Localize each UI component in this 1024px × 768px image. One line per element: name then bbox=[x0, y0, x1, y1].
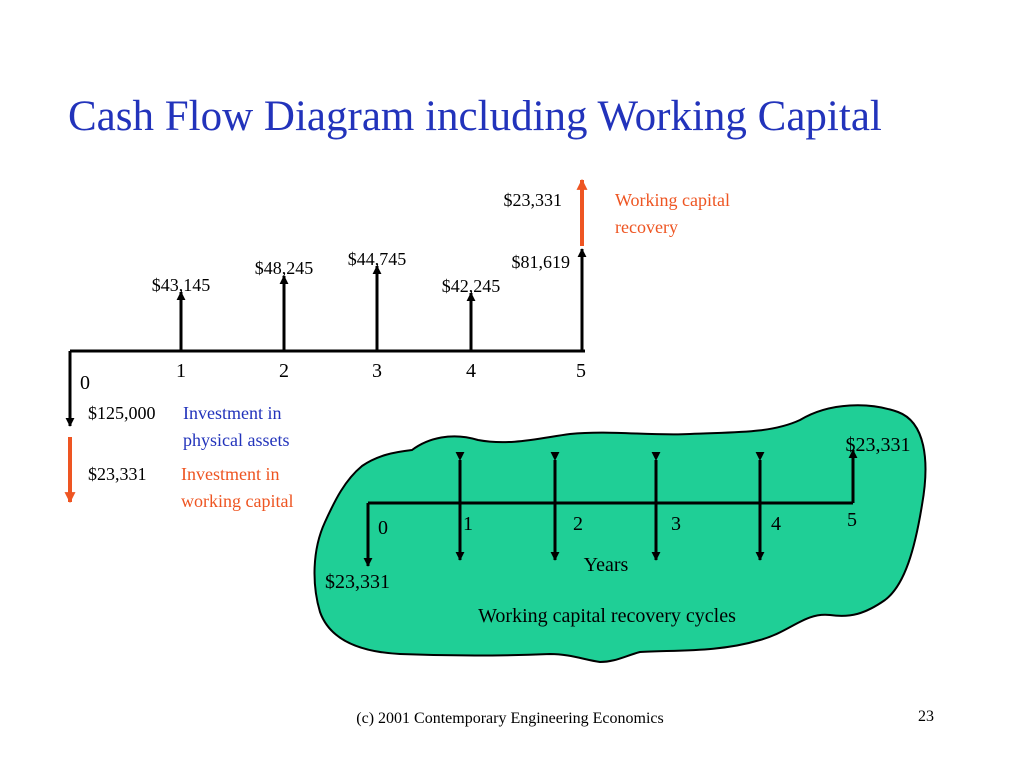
inflow-label-3: $44,745 bbox=[348, 249, 407, 269]
inset-start-outflow-label: $23,331 bbox=[325, 571, 390, 593]
inset-period-label-2: 2 bbox=[573, 513, 583, 535]
inset-caption: Working capital recovery cycles bbox=[478, 605, 736, 627]
slide-title: Cash Flow Diagram including Working Capi… bbox=[68, 93, 882, 140]
working-capital-inset: 0 1 2 3 4 5 $23,331 $23,331 Years Workin… bbox=[313, 404, 927, 664]
inflow-label-1: $43,145 bbox=[152, 275, 211, 295]
inset-background-blob bbox=[313, 404, 927, 664]
inflow-label-4: $42,245 bbox=[442, 276, 501, 296]
outflow-physical-note-line-2: physical assets bbox=[183, 430, 289, 450]
outflow-physical-amount: $125,000 bbox=[88, 403, 156, 423]
recovery-note-line-1: Working capital bbox=[615, 190, 730, 210]
outflow-physical-note: Investment in physical assets bbox=[183, 403, 289, 450]
outflow-working-capital-note-line-1: Investment in bbox=[181, 464, 279, 484]
outflow-working-capital-amount: $23,331 bbox=[88, 464, 147, 484]
inflow-label-2: $48,245 bbox=[255, 258, 314, 278]
recovery-amount-label: $23,331 bbox=[504, 190, 563, 210]
inset-period-label-3: 3 bbox=[671, 513, 681, 535]
outflow-physical-note-line-1: Investment in bbox=[183, 403, 281, 423]
recovery-note-line-2: recovery bbox=[615, 217, 678, 237]
recovery-note: Working capital recovery bbox=[615, 190, 735, 237]
period-label-5: 5 bbox=[576, 360, 586, 382]
outflow-working-capital-note: Investment in working capital bbox=[181, 464, 293, 511]
inset-period-label-5: 5 bbox=[847, 509, 857, 531]
outflow-working-capital-note-line-2: working capital bbox=[181, 491, 293, 511]
period-label-4: 4 bbox=[466, 360, 476, 382]
page-number: 23 bbox=[918, 708, 934, 725]
inset-period-label-0: 0 bbox=[378, 517, 388, 539]
period-label-3: 3 bbox=[372, 360, 382, 382]
inset-axis-label: Years bbox=[584, 554, 629, 576]
footer-source: (c) 2001 Contemporary Engineering Econom… bbox=[356, 710, 664, 727]
main-timeline: 0 1 2 3 4 5 $43,145 $48,245 $44,745 $42,… bbox=[64, 178, 735, 511]
period-label-2: 2 bbox=[279, 360, 289, 382]
inset-period-label-1: 1 bbox=[463, 513, 473, 535]
period-label-0: 0 bbox=[80, 372, 90, 394]
inset-end-inflow-label: $23,331 bbox=[846, 434, 911, 456]
inset-period-label-4: 4 bbox=[771, 513, 781, 535]
inflow-label-5: $81,619 bbox=[512, 252, 571, 272]
period-label-1: 1 bbox=[176, 360, 186, 382]
